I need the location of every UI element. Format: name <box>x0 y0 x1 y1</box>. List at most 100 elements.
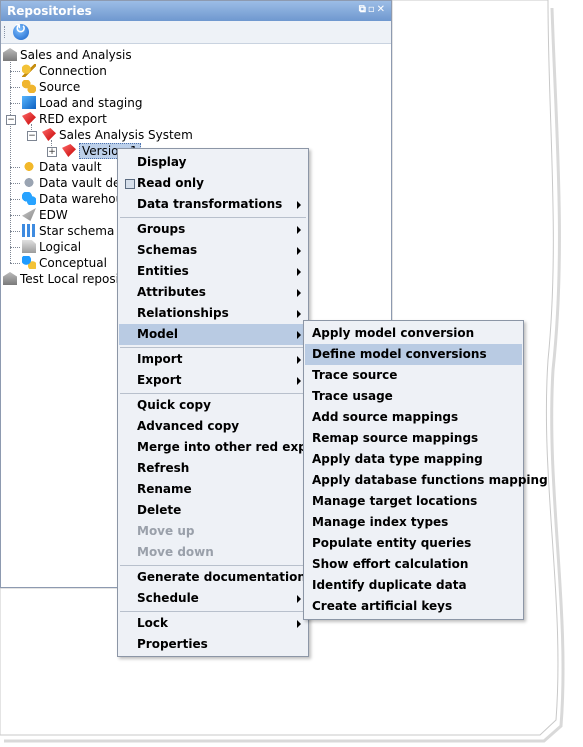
menu-item-data-transformations[interactable]: Data transformations <box>119 194 307 215</box>
tree-line <box>10 71 20 72</box>
menu-item-schemas[interactable]: Schemas <box>119 240 307 261</box>
submenu-item-populate-entity-queries[interactable]: Populate entity queries <box>312 536 472 550</box>
collapse-toggle[interactable]: − <box>6 115 16 125</box>
submenu-arrow-icon <box>297 226 301 234</box>
submenu-item-apply-model-conversion[interactable]: Apply model conversion <box>312 326 475 340</box>
menu-item-refresh[interactable]: Refresh <box>137 461 190 475</box>
menu-item-rename[interactable]: Rename <box>137 482 192 496</box>
version-icon <box>62 144 76 157</box>
submenu-item-identify-duplicate-data[interactable]: Identify duplicate data <box>312 578 467 592</box>
tree-line <box>10 247 20 248</box>
menu-item-merge[interactable]: Merge into other red export <box>137 440 327 454</box>
menu-item-generate-documentation[interactable]: Generate documentation <box>137 570 306 584</box>
logical-icon <box>22 240 36 253</box>
expand-toggle[interactable]: + <box>47 147 57 157</box>
menu-item-lock[interactable]: Lock <box>119 613 307 634</box>
menu-item-properties[interactable]: Properties <box>137 637 208 651</box>
submenu-arrow-icon <box>297 268 301 276</box>
menu-item-relationships[interactable]: Relationships <box>119 303 307 324</box>
tree-line <box>10 103 20 104</box>
context-menu: Display Read only Data transformations G… <box>117 148 327 657</box>
edw-icon <box>22 208 36 221</box>
menu-item-entities[interactable]: Entities <box>119 261 307 282</box>
submenu-item-show-effort-calculation[interactable]: Show effort calculation <box>312 557 469 571</box>
model-submenu: Apply model conversion Define model conv… <box>303 320 548 620</box>
submenu-item-manage-target-locations[interactable]: Manage target locations <box>312 494 478 508</box>
menu-item-attributes[interactable]: Attributes <box>119 282 307 303</box>
repository-icon <box>3 272 17 285</box>
checkbox-icon <box>125 179 135 189</box>
submenu-item-manage-index-types[interactable]: Manage index types <box>312 515 449 529</box>
submenu-item-apply-database-functions-mapping[interactable]: Apply database functions mapping <box>312 473 548 487</box>
submenu-item-remap-source-mappings[interactable]: Remap source mappings <box>312 431 479 445</box>
submenu-arrow-icon <box>297 620 301 628</box>
tree-line <box>10 87 20 88</box>
tree-line <box>10 199 20 200</box>
submenu-item-create-artificial-keys[interactable]: Create artificial keys <box>312 599 453 613</box>
menu-item-display[interactable]: Display <box>137 155 187 169</box>
refresh-icon[interactable] <box>13 22 29 40</box>
submenu-item-add-source-mappings[interactable]: Add source mappings <box>312 410 459 424</box>
submenu-arrow-icon <box>297 289 301 297</box>
submenu-arrow-icon <box>297 356 301 364</box>
conceptual-icon <box>22 256 36 269</box>
tree-node-sales-analysis-system[interactable]: Sales Analysis System <box>42 127 193 143</box>
submenu-arrow-icon <box>297 201 301 209</box>
menu-item-advanced-copy[interactable]: Advanced copy <box>137 419 240 433</box>
menu-item-move-down: Move down <box>137 545 214 559</box>
connection-icon <box>22 64 36 77</box>
data-vault-icon <box>22 160 36 173</box>
red-export-icon <box>42 128 56 141</box>
panel-title: Repositories <box>7 4 92 18</box>
submenu-arrow-icon <box>297 247 301 255</box>
tree-node-data-vault[interactable]: Data vault <box>22 159 102 175</box>
menu-item-read-only[interactable]: Read only <box>119 173 307 194</box>
tree-node-connection[interactable]: Connection <box>22 63 107 79</box>
tree-node-data-warehouse[interactable]: Data warehouse <box>22 191 137 207</box>
submenu-arrow-icon <box>297 595 301 603</box>
tree-node-test-local[interactable]: Test Local repository <box>3 271 143 287</box>
menu-item-groups[interactable]: Groups <box>119 219 307 240</box>
submenu-item-apply-data-type-mapping[interactable]: Apply data type mapping <box>312 452 483 466</box>
submenu-arrow-icon <box>297 331 301 339</box>
tree-line <box>10 263 20 264</box>
tree-node-conceptual[interactable]: Conceptual <box>22 255 107 271</box>
tree-node-logical[interactable]: Logical <box>22 239 81 255</box>
menu-separator <box>120 217 306 218</box>
menu-item-quick-copy[interactable]: Quick copy <box>137 398 211 412</box>
tree-node-load-staging[interactable]: Load and staging <box>22 95 142 111</box>
menu-item-delete[interactable]: Delete <box>137 503 182 517</box>
submenu-item-trace-usage[interactable]: Trace usage <box>312 389 393 403</box>
star-schema-icon <box>22 224 36 237</box>
submenu-item-trace-source[interactable]: Trace source <box>312 368 398 382</box>
toolbar-grip <box>4 26 8 38</box>
menu-item-schedule[interactable]: Schedule <box>119 588 307 609</box>
collapse-toggle[interactable]: − <box>27 131 37 141</box>
tree-line <box>10 215 20 216</box>
tree-node-star-schema[interactable]: Star schema <box>22 223 114 239</box>
panel-titlebar: Repositories ⧉▫✕ <box>1 1 391 21</box>
tree-node-root[interactable]: Sales and Analysis <box>3 47 132 63</box>
tree-line <box>51 140 52 152</box>
submenu-arrow-icon <box>297 310 301 318</box>
tree-line <box>10 183 20 184</box>
cube-icon <box>22 96 36 109</box>
data-warehouse-icon <box>22 192 36 205</box>
submenu-item-define-model-conversions[interactable]: Define model conversions <box>305 344 522 365</box>
data-vault-design-icon <box>22 176 36 189</box>
repository-tree: − − + Sales and Analysis Connection Sour… <box>1 44 391 584</box>
source-icon <box>22 80 36 93</box>
red-export-icon <box>22 112 36 125</box>
tree-node-red-export[interactable]: RED export <box>22 111 107 127</box>
menu-item-export[interactable]: Export <box>119 370 307 391</box>
tree-line <box>31 124 32 136</box>
menu-separator <box>120 565 306 566</box>
tree-node-source[interactable]: Source <box>22 79 80 95</box>
tree-node-edw[interactable]: EDW <box>22 207 68 223</box>
tree-line <box>10 231 20 232</box>
menu-item-model[interactable]: Model <box>119 324 307 345</box>
tree-line <box>10 167 20 168</box>
panel-toolbar <box>1 21 391 44</box>
window-controls[interactable]: ⧉▫✕ <box>358 4 387 15</box>
menu-item-import[interactable]: Import <box>119 349 307 370</box>
